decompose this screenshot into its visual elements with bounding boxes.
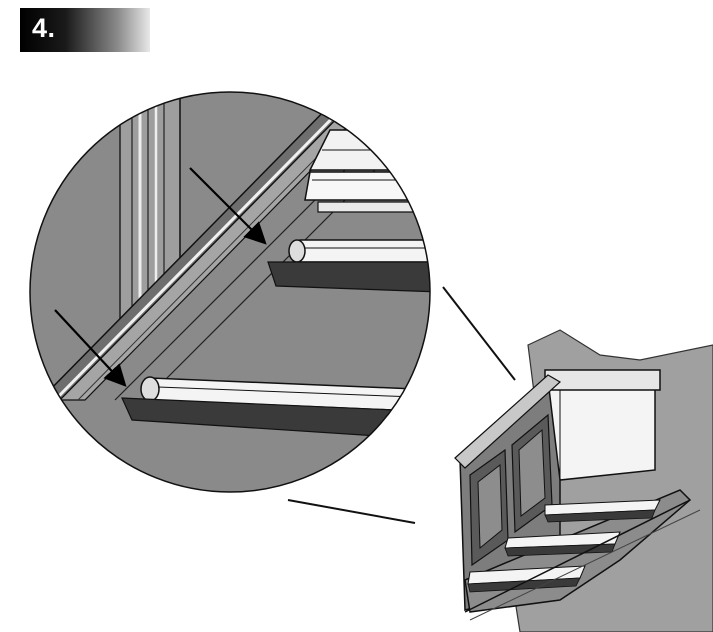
door-panel	[119, 92, 181, 332]
lower-rail-tab	[121, 376, 430, 441]
magnifier-circle	[29, 91, 431, 493]
leader-line	[287, 499, 416, 524]
arrow-pointing-down-right-icon	[189, 167, 267, 245]
step-badge: 4.	[20, 8, 150, 52]
arrow-pointing-down-right-icon	[54, 309, 127, 387]
step-number: 4.	[32, 13, 56, 43]
cabinet-overview	[454, 329, 713, 632]
upper-rail-tab	[267, 239, 430, 293]
leader-line	[442, 286, 516, 381]
